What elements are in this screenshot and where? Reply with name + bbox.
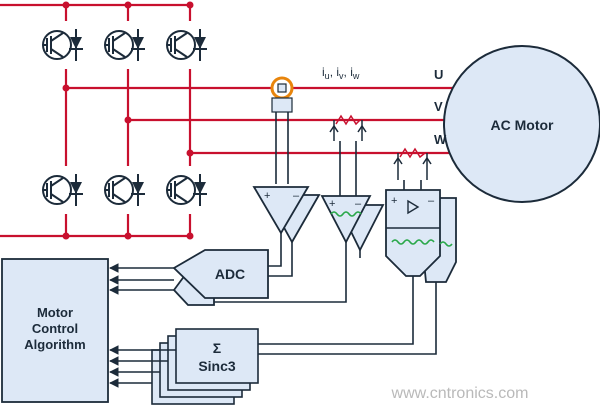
amp2-minus: –: [355, 198, 362, 210]
algorithm-label-line2: Control: [32, 321, 78, 336]
adc-block: ADC: [172, 249, 269, 306]
motor-control-algorithm: [1, 258, 109, 403]
igbt-switch-top-3: [166, 21, 214, 69]
igbt-switch-top-2: [104, 21, 152, 69]
ac-motor: [443, 45, 600, 203]
current-sense-amplifier-2: + –: [320, 195, 385, 253]
adc-output-arrows: [109, 263, 174, 295]
mod-minus: –: [428, 195, 435, 207]
sinc3-filter-stack: Σ Sinc3: [151, 328, 259, 405]
modulator-to-filter-wire: [258, 276, 437, 355]
igbt-switch-bottom-1: [42, 166, 90, 214]
amp-to-adc-wires: [214, 233, 361, 303]
amp2-plus: +: [329, 198, 335, 210]
modulator-wave-2: [439, 241, 453, 247]
phase-label-v: V: [434, 99, 443, 114]
junction-dots: [62, 1, 194, 240]
igbt-switch-top-1: [42, 21, 90, 69]
phase-label-w: W: [434, 132, 447, 147]
sinc3-label: Sinc3: [198, 358, 236, 374]
shunt-resistor-w: [393, 147, 432, 180]
modulator-wave-1: [391, 239, 435, 245]
amp1-minus: –: [293, 190, 300, 202]
filter-output-arrows: [109, 345, 176, 388]
amp1-plus: +: [264, 190, 270, 202]
mod-buffer-symbol: [407, 199, 420, 215]
current-sense-amplifier-1: + –: [252, 186, 321, 244]
phase-label-u: U: [434, 67, 443, 82]
ac-motor-label: AC Motor: [491, 117, 555, 133]
amp2-noise-wave: [330, 211, 362, 217]
isolated-modulator: + –: [385, 189, 457, 283]
current-sensor-ring: [270, 76, 294, 184]
phase-currents-label: iu, iv, iw: [322, 65, 360, 81]
igbt-switch-bottom-3: [166, 166, 214, 214]
algorithm-label-line1: Motor: [37, 305, 73, 320]
adc-label: ADC: [215, 266, 245, 282]
algorithm-label-line3: Algorithm: [24, 337, 85, 352]
shunt-resistor-v: [329, 114, 367, 141]
sigma-symbol: Σ: [213, 340, 221, 356]
igbt-switch-bottom-2: [104, 166, 152, 214]
sensor-leads: [339, 141, 422, 196]
mod-plus: +: [391, 195, 397, 207]
watermark: www.cntronics.com: [391, 385, 529, 402]
